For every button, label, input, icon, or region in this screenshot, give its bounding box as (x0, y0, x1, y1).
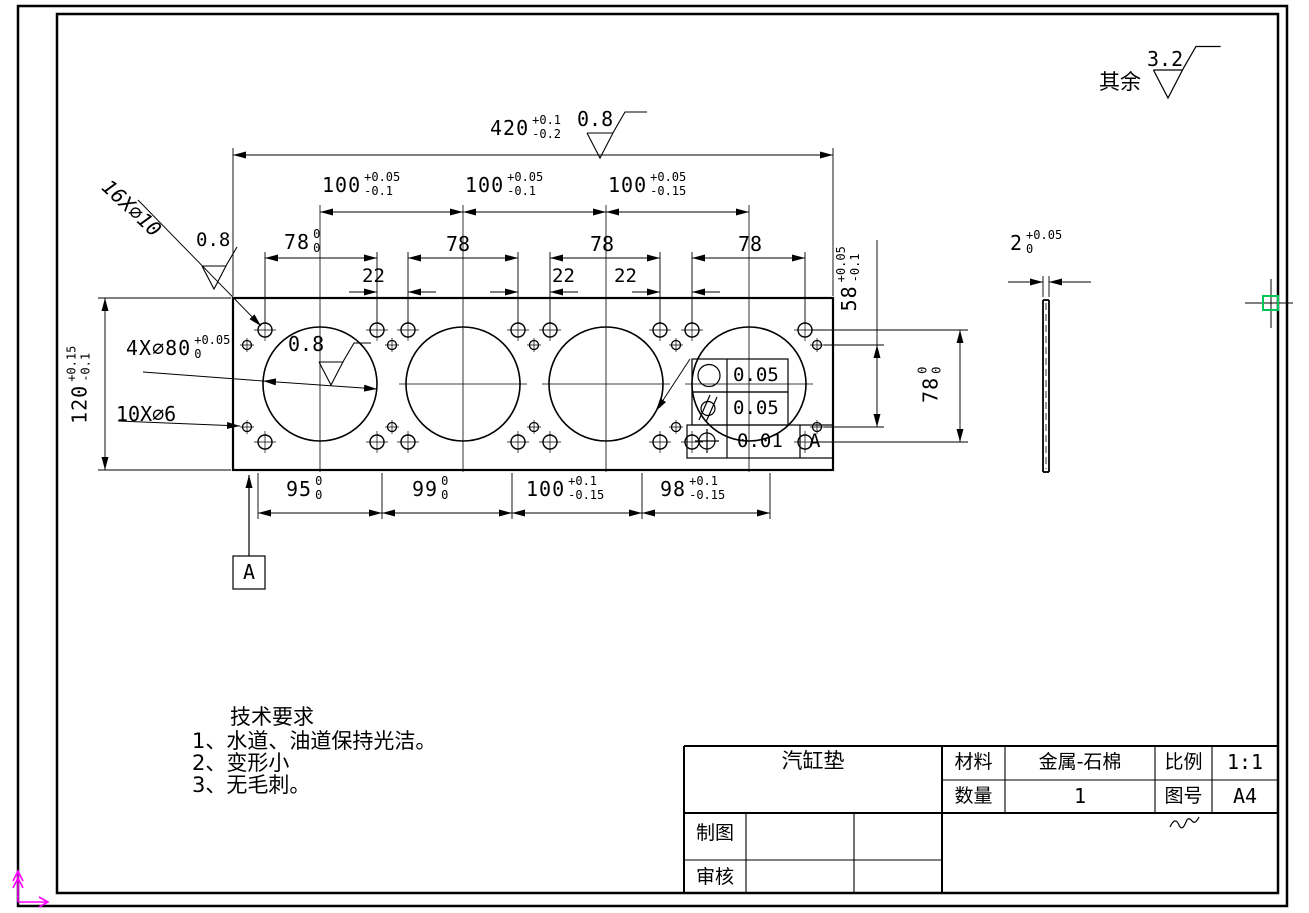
title-block-grid (683, 745, 1278, 893)
gasket-plate-outline[interactable] (231, 296, 835, 472)
fcf-frames[interactable] (686, 358, 834, 459)
datum-label[interactable]: A (242, 560, 256, 584)
dim-100-2[interactable]: 100 +0.05-0.1 (465, 170, 544, 198)
title-part-name: 汽缸垫 (781, 749, 845, 773)
dim-420[interactable]: 420 +0.1-0.2 (490, 113, 562, 141)
surface-default-value[interactable]: 3.2 (1147, 47, 1184, 71)
roughness-symbol-default (1152, 45, 1221, 100)
dim-22-3[interactable]: 22 (614, 265, 637, 287)
sheet-border (16, 4, 1289, 908)
leader-lines[interactable] (117, 199, 691, 429)
roughness-leader-value[interactable]: 0.8 (196, 229, 231, 251)
dim-78-4[interactable]: 78 (738, 232, 763, 256)
position-symbol-icon (695, 429, 719, 453)
label-small-holes[interactable]: 10X∅6 (116, 402, 177, 426)
title-drawing-no-label: 图号 (1164, 785, 1203, 807)
roughness-symbol-top (586, 111, 647, 160)
title-material-label: 材料 (954, 751, 993, 773)
roughness-bore-value[interactable]: 0.8 (288, 332, 325, 356)
dim-22-1[interactable]: 22 (362, 265, 385, 287)
title-qty-value: 1 (1073, 784, 1087, 808)
roughness-symbols[interactable] (201, 45, 1221, 387)
dim-78-3[interactable]: 78 (590, 232, 615, 256)
title-material-value: 金属-石棉 (1038, 751, 1122, 773)
surface-default-label[interactable]: 其余 (1099, 70, 1141, 94)
title-checked-label: 审核 (695, 866, 734, 888)
title-drafted-label: 制图 (695, 822, 734, 844)
tech-req-title[interactable]: 技术要求 (230, 705, 314, 729)
bolt-holes[interactable] (254, 319, 816, 453)
roughness-top-value[interactable]: 0.8 (577, 107, 614, 131)
bore-centerlines[interactable] (319, 205, 813, 472)
title-qty-label: 数量 (954, 785, 993, 807)
small-holes[interactable] (240, 338, 824, 434)
dim-100-1[interactable]: 100 +0.05-0.1 (322, 170, 401, 198)
signature-scribble (1169, 816, 1200, 829)
crosshair-cursor (1245, 279, 1293, 328)
circularity-symbol-icon (697, 363, 721, 388)
pickbox (1262, 295, 1279, 311)
fcf-datum-ref[interactable]: A (809, 430, 821, 452)
roughness-symbol-leader (201, 246, 238, 291)
dimension-lines[interactable] (101, 151, 1091, 517)
fcf-cylindricity-value[interactable]: 0.05 (733, 397, 779, 419)
dim-100-bottom[interactable]: 100 +0.1-0.15 (526, 474, 605, 502)
dim-100-3[interactable]: 100 +0.05-0.15 (608, 170, 687, 198)
roughness-symbol-bore (318, 342, 371, 387)
cylindricity-symbol-icon (698, 394, 718, 423)
extension-lines[interactable] (98, 148, 1050, 519)
title-scale-value: 1:1 (1226, 750, 1264, 774)
dim-120[interactable]: 120 +0.15-0.1 (64, 345, 93, 424)
section-view[interactable] (1042, 299, 1050, 473)
tech-req-item-3[interactable]: 3、无毛刺。 (192, 773, 311, 797)
fcf-circularity-value[interactable]: 0.05 (733, 364, 779, 386)
dim-98[interactable]: 98 +0.1-0.15 (660, 474, 726, 502)
title-drawing-no-value: A4 (1232, 784, 1258, 808)
dim-78-2[interactable]: 78 (446, 232, 471, 256)
tech-req-item-1[interactable]: 1、水道、油道保持光洁。 (192, 729, 437, 753)
tech-req-item-2[interactable]: 2、变形小 (192, 751, 290, 775)
ucs-icon (12, 869, 50, 908)
dim-22-2[interactable]: 22 (552, 265, 575, 287)
title-scale-label: 比例 (1164, 751, 1203, 773)
fcf-position-value[interactable]: 0.01 (737, 430, 783, 452)
dim-58[interactable]: 58 +0.05-0.1 (833, 246, 862, 312)
datum-frame[interactable] (232, 475, 266, 590)
